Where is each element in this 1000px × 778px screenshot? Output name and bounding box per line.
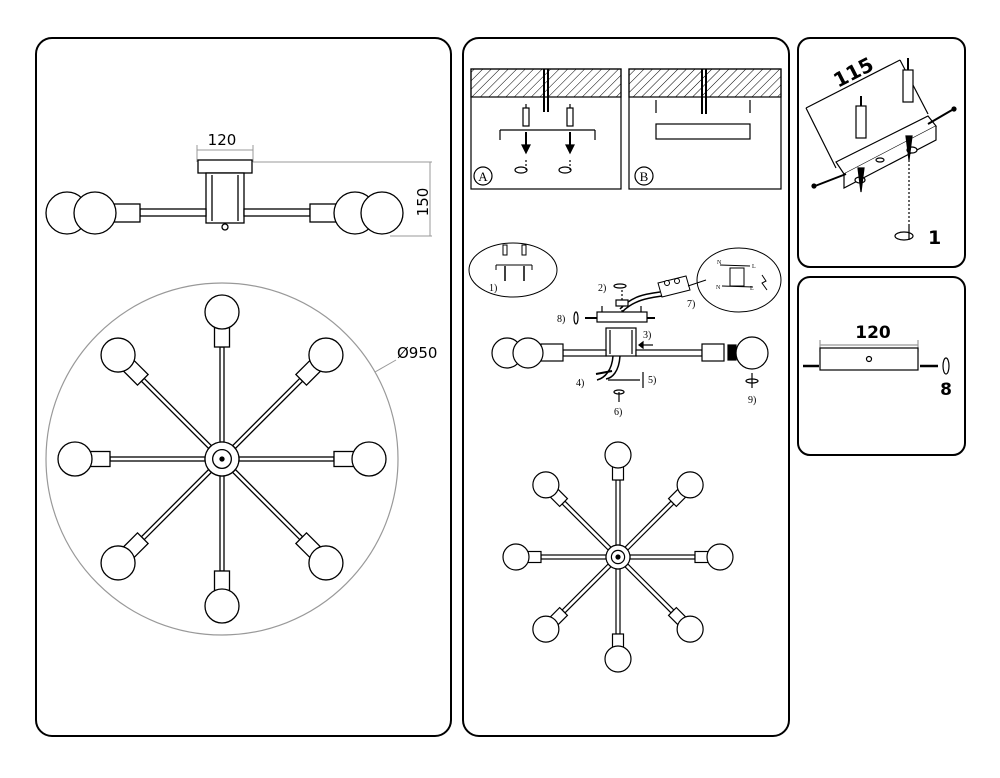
panel-dimensions: 120 150 Ø950 [35, 37, 452, 737]
arm-with-bulb [532, 471, 612, 551]
step-1-label: 1) [489, 283, 497, 294]
step-9-label: 9) [748, 395, 756, 406]
arm-with-bulb [238, 441, 387, 477]
top-view [45, 282, 399, 636]
plate-step-label: 8 [940, 380, 952, 400]
center-dot [219, 456, 225, 462]
panel-bracket: 115 1 [797, 37, 966, 268]
bracket-step-label: 1 [928, 227, 941, 249]
panel-frame [462, 37, 790, 737]
arm-with-bulb [624, 471, 704, 551]
step-8-label: 8) [557, 314, 565, 325]
arm-with-bulb [204, 294, 240, 443]
side-view [45, 145, 432, 237]
step-3-label: 3) [643, 330, 651, 341]
mount-option-b [628, 68, 782, 190]
arm-with-bulb [100, 468, 213, 581]
panel-frame [797, 37, 966, 268]
arm-with-bulb [100, 337, 213, 450]
diameter-label: Ø950 [397, 344, 437, 362]
wall-anchor-left [855, 105, 867, 139]
panel-frame [35, 37, 452, 737]
arm-with-bulb [231, 337, 344, 450]
terminal-label-l-top: L [752, 264, 756, 270]
arm-with-bulb [57, 441, 206, 477]
terminal-label-l-bottom: L [750, 286, 754, 292]
width-dimension-label: 120 [208, 131, 237, 149]
step-4-label: 4) [576, 378, 584, 389]
bracket-dimension-label: 115 [829, 52, 877, 92]
finished-top-view [502, 441, 734, 673]
step-1-callout [468, 242, 558, 298]
wiring-callout [696, 247, 782, 313]
plate-dimension-label: 120 [855, 323, 891, 343]
panel-plate: 120 8 [797, 276, 966, 456]
arm-with-bulb [231, 468, 344, 581]
wall-anchor-right [902, 69, 914, 103]
arm-with-bulb [604, 568, 632, 673]
mount-b-label: B [640, 169, 649, 184]
step-2-label: 2) [598, 283, 606, 294]
step-5-label: 5) [648, 375, 656, 386]
terminal-label-n-top: N [717, 260, 722, 266]
terminal-label-n-bottom: N [716, 285, 721, 291]
arm-with-bulb [532, 563, 612, 643]
arm-with-bulb [629, 543, 734, 571]
mount-a-label: A [478, 169, 488, 184]
panel-installation: A B 1) [462, 37, 790, 737]
mount-option-a [470, 68, 622, 190]
diameter-circle [45, 282, 399, 636]
arm-with-bulb [604, 441, 632, 546]
panel-frame [797, 276, 966, 456]
arm-with-bulb [624, 563, 704, 643]
step-6-label: 6) [614, 407, 622, 418]
terminal-block [619, 275, 707, 313]
arm-with-bulb [204, 475, 240, 624]
step-7-label: 7) [687, 299, 695, 310]
center-dot [615, 554, 621, 560]
assembly-view [491, 283, 769, 402]
arm-with-bulb [502, 543, 607, 571]
height-dimension-label: 150 [414, 188, 432, 217]
